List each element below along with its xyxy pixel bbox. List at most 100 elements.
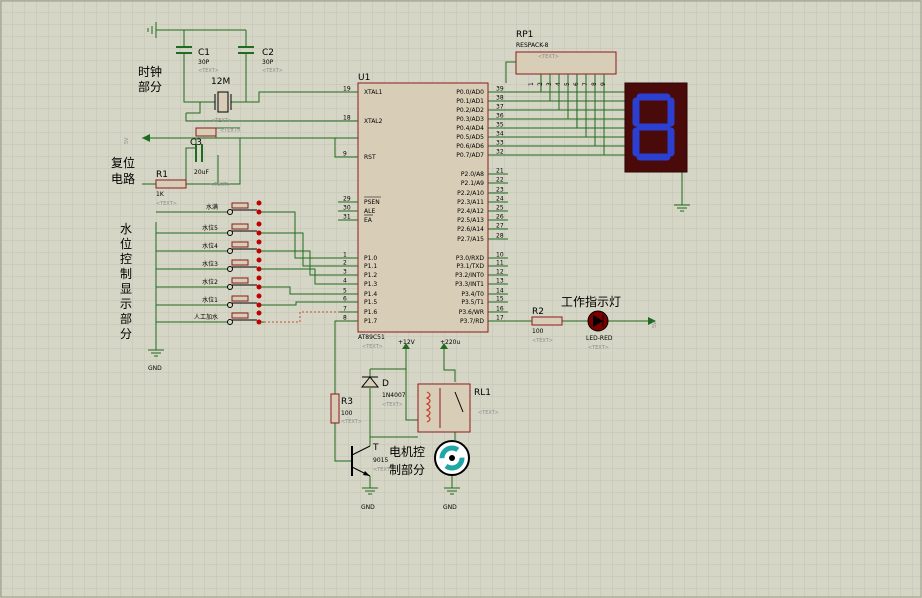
mcu-pin-name: P3.5/T1 [461,299,484,306]
switch-contact [256,302,262,308]
mcu-pin-number: 24 [496,196,504,203]
mcu-pin-number: 28 [496,233,504,240]
mcu-pin-name: XTAL2 [364,118,383,125]
switch-contact [227,302,233,308]
gnd-display [674,204,690,212]
mcu-pin-name: P1.3 [364,281,377,288]
switch-wires [264,211,342,323]
switch-label: 水位1 [202,296,218,304]
diode-d[interactable]: D 1N4007 <TEXT> [360,376,406,408]
pin-overbars [364,196,381,216]
mcu-pin-number: 10 [496,252,504,259]
capacitor-c1[interactable]: C1 30P <TEXT> [176,46,219,74]
reset-section-label: 复位 电路 [111,155,135,186]
mcu-pin-name: P2.4/A12 [457,208,484,215]
crystal-12m[interactable]: 12M <TEXT> [211,77,232,124]
mcu-pin-number: 34 [496,131,504,138]
svg-text:<TEXT>: <TEXT> [373,467,394,473]
switch-indicator [256,200,262,206]
relay-rl1[interactable]: RL1 <TEXT> [417,383,499,433]
mcu-pin-name: P3.4/T0 [461,291,484,298]
motor-icon[interactable] [434,440,470,476]
mcu-pin-name: P1.1 [364,263,377,270]
water-switch[interactable]: 水位5 [156,221,264,236]
mcu-pin-number: 38 [496,95,504,102]
transistor-t[interactable]: T 9015 <TEXT> [351,443,394,477]
switch-indicator [256,310,262,316]
svg-text:部: 部 [120,311,132,326]
switch-button [231,312,249,319]
mcu-pin-name: P1.7 [364,318,377,325]
water-switch[interactable]: 水位1 [156,293,264,308]
switch-indicator [256,221,262,227]
water-switch[interactable]: 水位2 [156,275,264,290]
mcu-pin-number: 13 [496,278,504,285]
switch-contact [227,319,233,325]
switch-contact [256,284,262,290]
svg-text:<TEXT>: <TEXT> [532,338,553,344]
svg-text:LED-RED: LED-RED [586,335,613,342]
switch-contact [227,266,233,272]
svg-text:R1: R1 [156,170,168,180]
mcu-pin-number: 27 [496,223,504,230]
resistor-r1[interactable]: R1 1K <TEXT> [155,170,187,207]
water-switch[interactable]: 水位3 [156,257,264,272]
svg-text:20uF: 20uF [194,169,209,176]
svg-text:RP1: RP1 [516,30,533,40]
mcu-pin-number: 2 [343,260,347,267]
mcu-pin-number: 4 [343,278,347,285]
resistor-r2[interactable]: R2 100 <TEXT> [531,307,563,344]
svg-text:+220u: +220u [440,339,460,346]
svg-text:位: 位 [120,236,132,251]
mcu-pin-number: 37 [496,104,504,111]
mcu-pin-number: 30 [343,205,351,212]
mcu-pin-number: 35 [496,122,504,129]
mcu-pin-name: P2.6/A14 [457,226,484,233]
mcu-pin-name: P1.2 [364,272,377,279]
switch-label: 水位3 [202,260,218,268]
clock-wires [156,29,358,122]
mcu-pin-name: P2.1/A9 [461,180,484,187]
switch-button [231,295,249,302]
mcu-pin-name: P2.0/A8 [461,171,484,178]
mcu-pin-name: ALE [364,208,375,215]
seven-segment-display[interactable] [624,82,688,173]
mcu-pin-number: 15 [496,296,504,303]
svg-text:制: 制 [120,267,132,281]
mcu-pin-name: P0.7/AD7 [456,152,484,159]
mcu-pin-name: P3.1/TXD [456,263,484,270]
capacitor-c3[interactable]: C3 20uF <TEXT> <TEXT> [190,127,241,188]
mcu-pin-name: P3.2/INT0 [455,272,484,279]
water-section-label: 水 位 控 制 显 示 部 分 [120,222,132,341]
switch-contact [227,230,233,236]
mcu-pin-number: 23 [496,187,504,194]
capacitor-c2[interactable]: C2 30P <TEXT> [238,46,283,74]
mcu-pin-name: P0.5/AD5 [456,134,484,141]
switch-contact [227,284,233,290]
svg-text:<TEXT>: <TEXT> [198,68,219,74]
water-switch[interactable]: 水满 [156,200,264,215]
mcu-pin-number: 39 [496,86,504,93]
svg-text:30P: 30P [262,59,274,66]
switch-indicator [256,275,262,281]
svg-text:U1: U1 [358,73,370,83]
svg-text:100: 100 [341,410,353,417]
mcu-pin-name: P2.7/A15 [457,236,484,243]
reset-wires [142,127,358,185]
led-red[interactable]: LED-RED <TEXT> [586,310,613,351]
resistor-r3[interactable]: R3 100 <TEXT> [330,393,362,425]
switch-button [231,241,249,248]
mcu-pin-name: PSEN [364,199,380,206]
water-switch[interactable]: 人工加水 [156,310,264,325]
switch-label: 人工加水 [194,313,218,321]
svg-text:GND: GND [148,365,162,372]
motor-section-label: 电机控 制部分 [389,445,425,477]
svg-text:D: D [382,379,389,389]
water-switch[interactable]: 水位4 [156,239,264,254]
mcu-pin-number: 17 [496,315,504,322]
switch-button [231,223,249,230]
motor-wires [334,320,456,488]
